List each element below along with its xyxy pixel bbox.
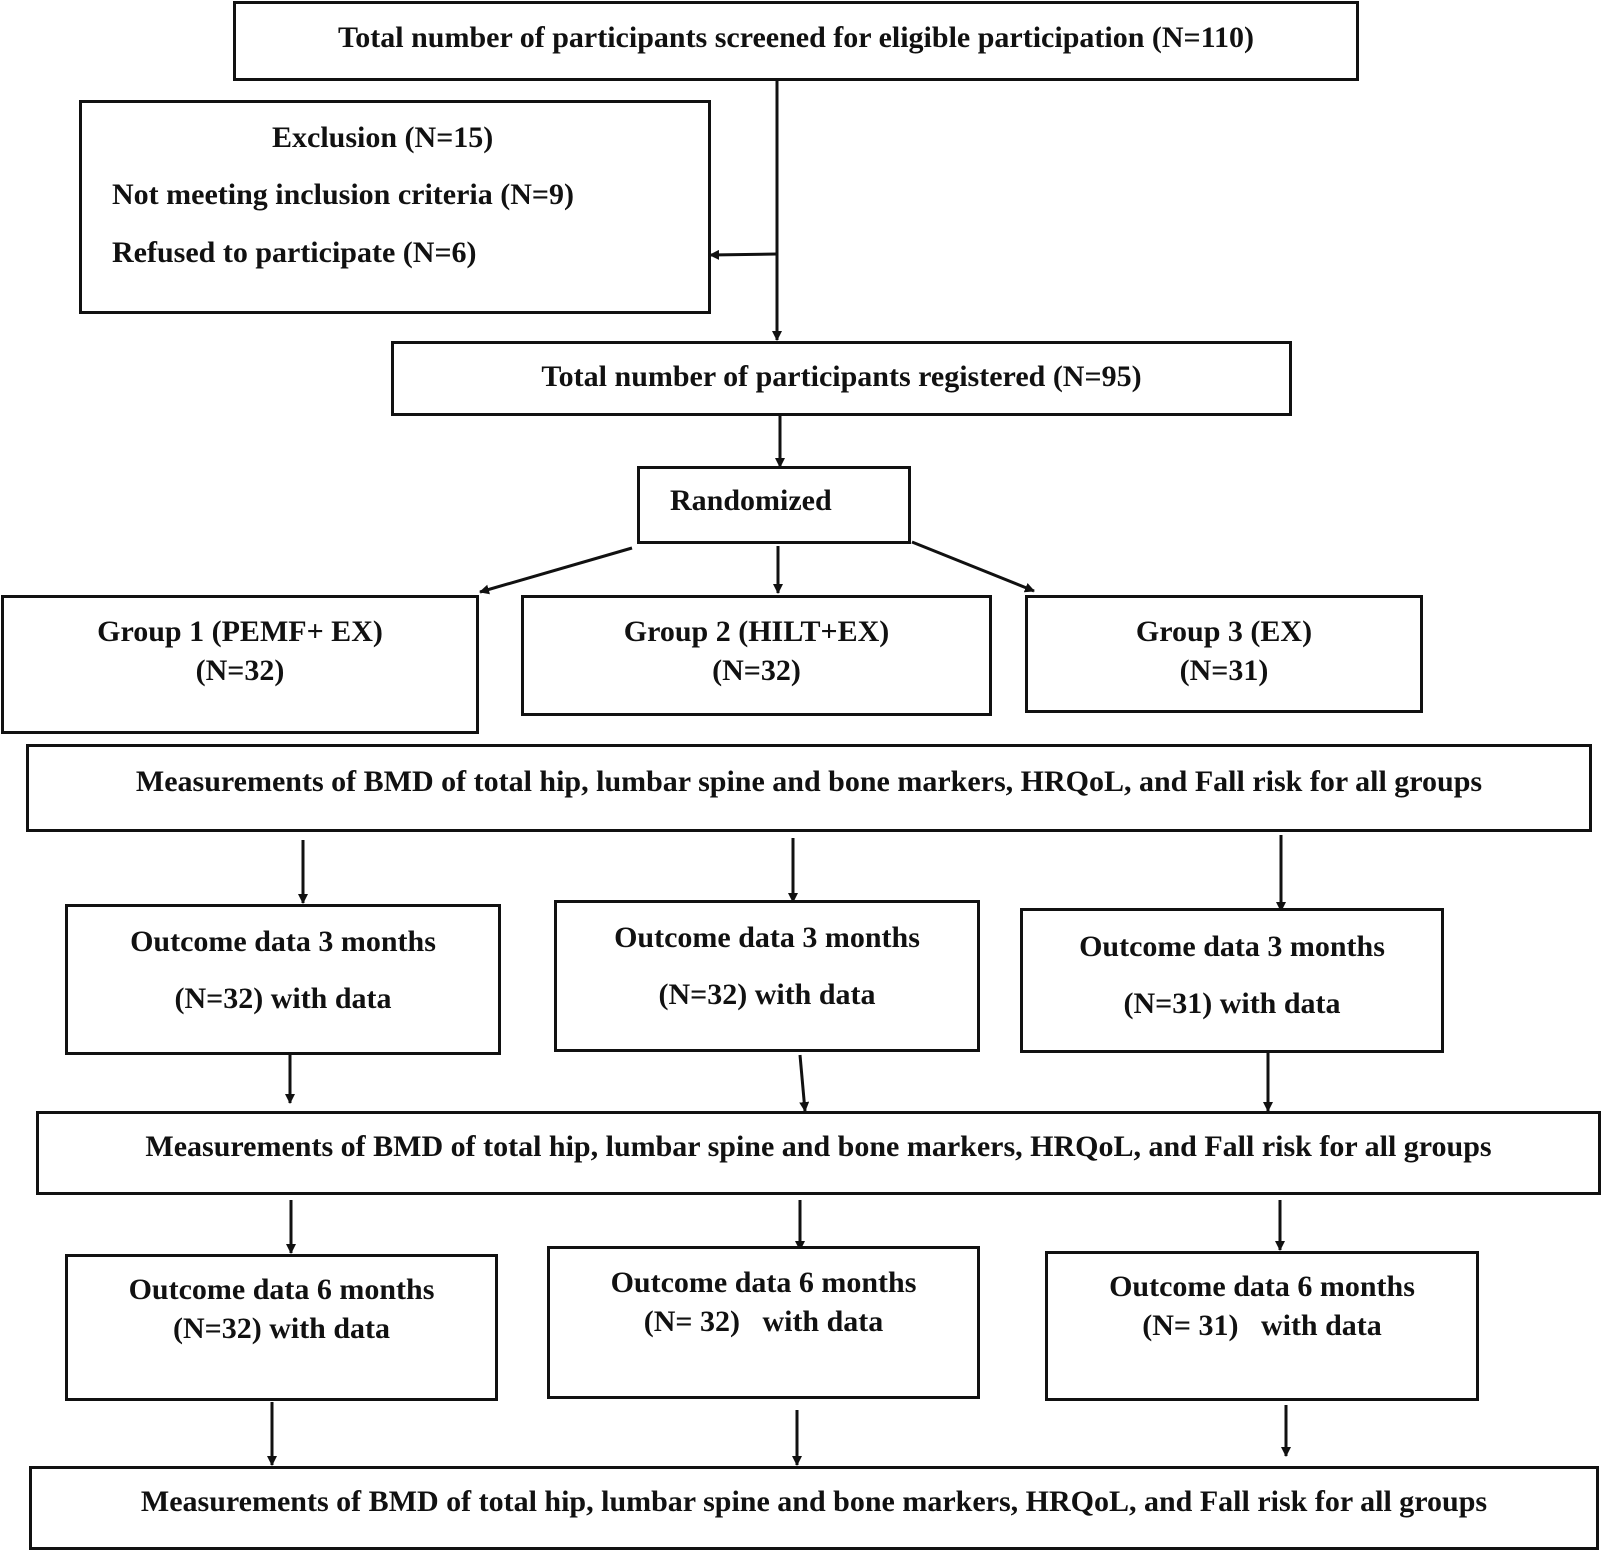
outcome-6m-group-2-count: (N= 32) with data [643,1305,884,1338]
outcome-6m-group-3-box [1045,1251,1479,1401]
arrow-randomized-to-group1 [479,546,633,595]
arrow-randomized-to-group3 [911,540,1035,593]
group-3-count: (N=31) [1179,654,1269,687]
outcome-6m-group-3-count: (N= 31) with data [1142,1309,1382,1342]
outcome-3m-group-1-count: (N=32) with data [174,982,392,1015]
outcome-6m-group-1-title: Outcome data 6 months [128,1273,435,1306]
group-2-count: (N=32) [712,654,801,687]
group-2-name: Group 2 (HILT+EX) [623,615,890,648]
measurements-baseline-text: Measurements of BMD of total hip, lumbar… [135,765,1483,798]
outcome-3m-group-1-title: Outcome data 3 months [130,925,436,958]
group-1-count: (N=32) [195,654,285,687]
exclusion-reason-criteria: Not meeting inclusion criteria (N=9) [112,178,574,211]
outcome-6m-group-1-count: (N=32) with data [172,1312,391,1345]
outcome-3m-group-3-title: Outcome data 3 months [1079,930,1385,963]
outcome-6m-group-2-box [547,1246,980,1399]
registered-box [391,341,1292,416]
exclusion-title: Exclusion (N=15) [272,121,494,154]
arrow-to-exclusion [709,249,778,260]
group-2-box [521,595,992,716]
screened-text: Total number of participants screened fo… [338,21,1254,54]
registered-text: Total number of participants registered … [541,360,1142,393]
outcome-3m-group-3-box [1020,908,1444,1053]
randomized-box [637,466,911,544]
group-3-box [1025,595,1423,713]
measurements-baseline-box [26,744,1592,832]
group-1-box [1,595,479,734]
outcome-3m-group-3-count: (N=31) with data [1123,987,1341,1020]
randomized-text: Randomized [670,484,832,517]
outcome-6m-group-3-title: Outcome data 6 months [1109,1270,1415,1303]
group-1-name: Group 1 (PEMF+ EX) [97,615,383,648]
measurements-6m-text: Measurements of BMD of total hip, lumbar… [140,1485,1488,1518]
outcome-3m-group-2-box [554,900,980,1052]
screened-box [233,1,1359,81]
exclusion-reason-refused: Refused to participate (N=6) [112,236,477,269]
outcome-6m-group-2-title: Outcome data 6 months [610,1266,917,1299]
measurements-3m-box [36,1111,1601,1195]
measurements-3m-text: Measurements of BMD of total hip, lumbar… [145,1130,1492,1163]
measurements-6m-box [29,1466,1599,1550]
outcome-3m-group-2-count: (N=32) with data [658,978,876,1011]
outcome-6m-group-1-box [65,1254,498,1401]
outcome-3m-group-1-box [65,904,501,1055]
group-3-name: Group 3 (EX) [1135,615,1313,648]
arrow-o3-2-to-m2 [798,1054,810,1112]
outcome-3m-group-2-title: Outcome data 3 months [614,921,920,954]
exclusion-box [79,100,711,314]
